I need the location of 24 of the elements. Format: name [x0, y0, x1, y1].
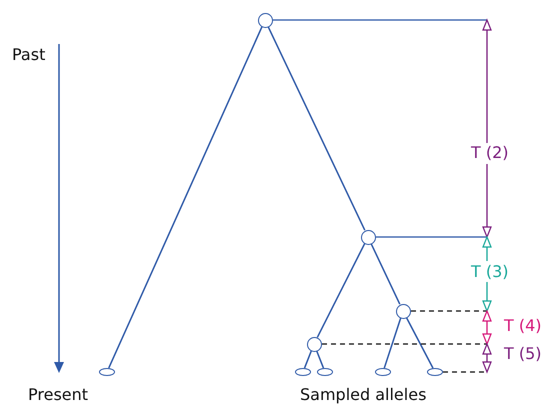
coalescence-node-circle — [258, 12, 272, 28]
time-label: Present — [28, 386, 88, 404]
time-label: Past — [12, 46, 46, 64]
interval-label: T (2) — [471, 144, 509, 162]
interval-label: T (3) — [471, 263, 509, 281]
coalescence-node-circle — [360, 230, 376, 244]
coalescence-node-circle — [396, 304, 410, 318]
sampled-allele-ellipse — [99, 368, 115, 376]
interval-label: T (4) — [504, 317, 542, 335]
branch-line — [304, 350, 312, 368]
interval-label: T (5) — [504, 345, 542, 363]
sampled-allele-ellipse — [375, 368, 391, 376]
branch-line — [108, 26, 263, 368]
branch-line — [316, 243, 366, 338]
branch-line — [370, 243, 400, 305]
coalescence-node-circle — [306, 336, 322, 352]
branch-line — [384, 318, 402, 368]
branch-line — [268, 26, 366, 231]
branch-line — [406, 317, 434, 368]
sampled-allele-ellipse — [295, 368, 311, 376]
sampled-allele-ellipse — [427, 368, 443, 376]
sampled-allele-ellipse — [317, 368, 333, 376]
axis-caption: Sampled alleles — [300, 386, 426, 404]
branch-line — [316, 350, 324, 368]
